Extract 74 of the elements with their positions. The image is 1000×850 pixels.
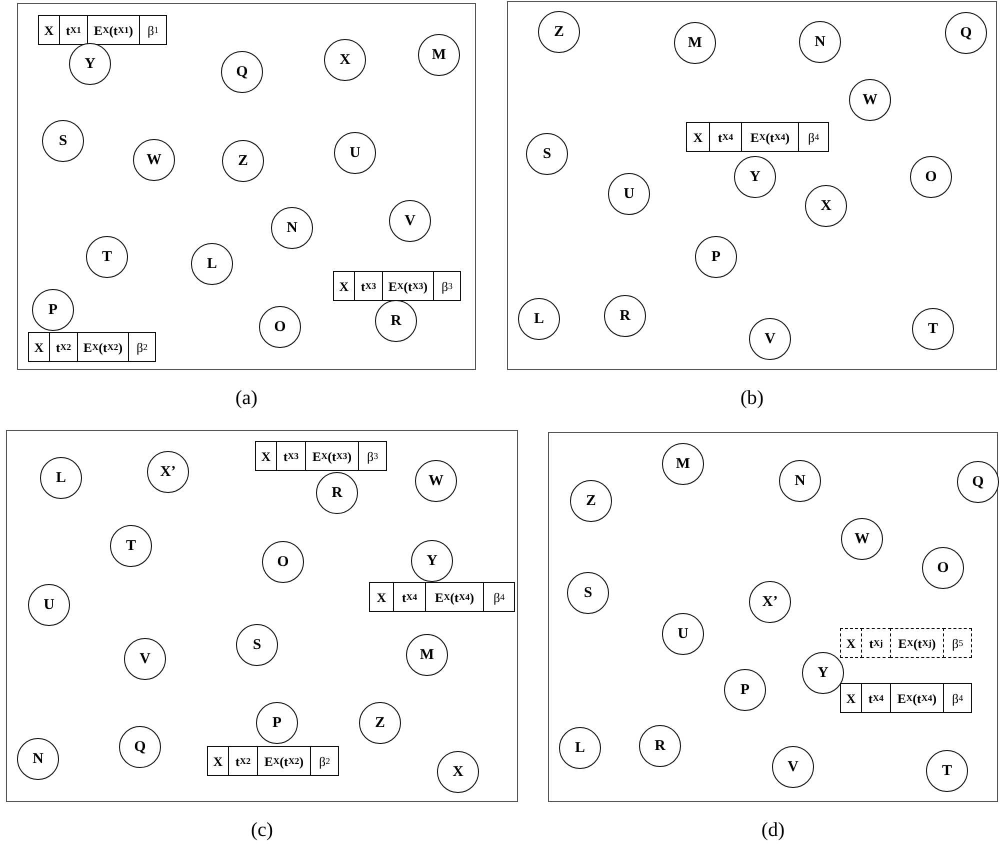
- node-circle: O: [262, 541, 304, 583]
- node-circle: S: [236, 624, 278, 666]
- node-circle: W: [841, 518, 883, 560]
- message-field: X: [840, 683, 862, 713]
- message-field: X: [368, 582, 394, 612]
- node-circle: M: [674, 22, 716, 64]
- node-circle: U: [334, 132, 376, 174]
- node-circle: Y: [69, 43, 111, 85]
- node-circle: V: [749, 318, 791, 360]
- node-circle: T: [86, 236, 128, 278]
- node-circle: M: [662, 443, 704, 485]
- node-circle: X: [805, 185, 847, 227]
- node-circle: T: [926, 750, 968, 792]
- node-circle: Q: [221, 51, 263, 93]
- node-circle: P: [695, 236, 737, 278]
- message-field: X: [686, 122, 710, 152]
- node-circle: Y: [802, 652, 844, 694]
- node-circle: O: [922, 547, 964, 589]
- node-circle: U: [608, 173, 650, 215]
- node-circle: Q: [957, 461, 999, 503]
- message-field: X: [254, 441, 278, 471]
- node-circle: L: [191, 243, 233, 285]
- node-circle: Q: [945, 12, 987, 54]
- node-circle: N: [779, 460, 821, 502]
- node-circle: N: [799, 21, 841, 63]
- node-circle: L: [518, 298, 560, 340]
- node-circle: Q: [119, 726, 161, 768]
- node-circle: U: [662, 613, 704, 655]
- node-circle: Z: [570, 480, 612, 522]
- dashed-message-field: X: [840, 628, 862, 658]
- node-circle: S: [42, 120, 84, 162]
- node-circle: M: [406, 634, 448, 676]
- node-circle: Z: [359, 702, 401, 744]
- node-circle: P: [724, 669, 766, 711]
- node-circle: W: [415, 460, 457, 502]
- panel-caption: (b): [739, 387, 765, 410]
- node-circle: N: [271, 207, 313, 249]
- message-field: X: [206, 746, 230, 776]
- node-circle: R: [639, 725, 681, 767]
- node-circle: P: [32, 289, 74, 331]
- panel-caption: (c): [250, 819, 274, 842]
- node-circle: Z: [222, 140, 264, 182]
- node-circle: T: [912, 308, 954, 350]
- node-circle: W: [133, 139, 175, 181]
- node-circle: Y: [411, 540, 453, 582]
- node-circle: X’: [749, 581, 791, 623]
- node-circle: U: [28, 584, 70, 626]
- node-circle: L: [559, 727, 601, 769]
- node-circle: V: [124, 638, 166, 680]
- node-circle: Y: [734, 156, 776, 198]
- node-circle: X’: [147, 451, 189, 493]
- node-circle: V: [389, 200, 431, 242]
- node-circle: M: [418, 34, 460, 76]
- message-field: X: [332, 271, 356, 301]
- node-circle: R: [316, 472, 358, 514]
- node-circle: X: [324, 39, 366, 81]
- node-circle: P: [256, 702, 298, 744]
- node-circle: S: [567, 572, 609, 614]
- node-circle: W: [849, 79, 891, 121]
- node-circle: R: [375, 300, 417, 342]
- panel-caption: (d): [760, 819, 786, 842]
- node-circle: L: [40, 457, 82, 499]
- node-circle: R: [604, 295, 646, 337]
- node-circle: T: [110, 525, 152, 567]
- message-field: X: [38, 15, 60, 45]
- node-circle: Z: [538, 11, 580, 53]
- node-circle: O: [910, 156, 952, 198]
- panel-caption: (a): [234, 387, 259, 410]
- node-circle: N: [17, 738, 59, 780]
- node-circle: S: [526, 133, 568, 175]
- node-circle: V: [772, 746, 814, 788]
- node-circle: X: [437, 751, 479, 793]
- node-circle: O: [259, 306, 301, 348]
- message-field: X: [28, 332, 50, 362]
